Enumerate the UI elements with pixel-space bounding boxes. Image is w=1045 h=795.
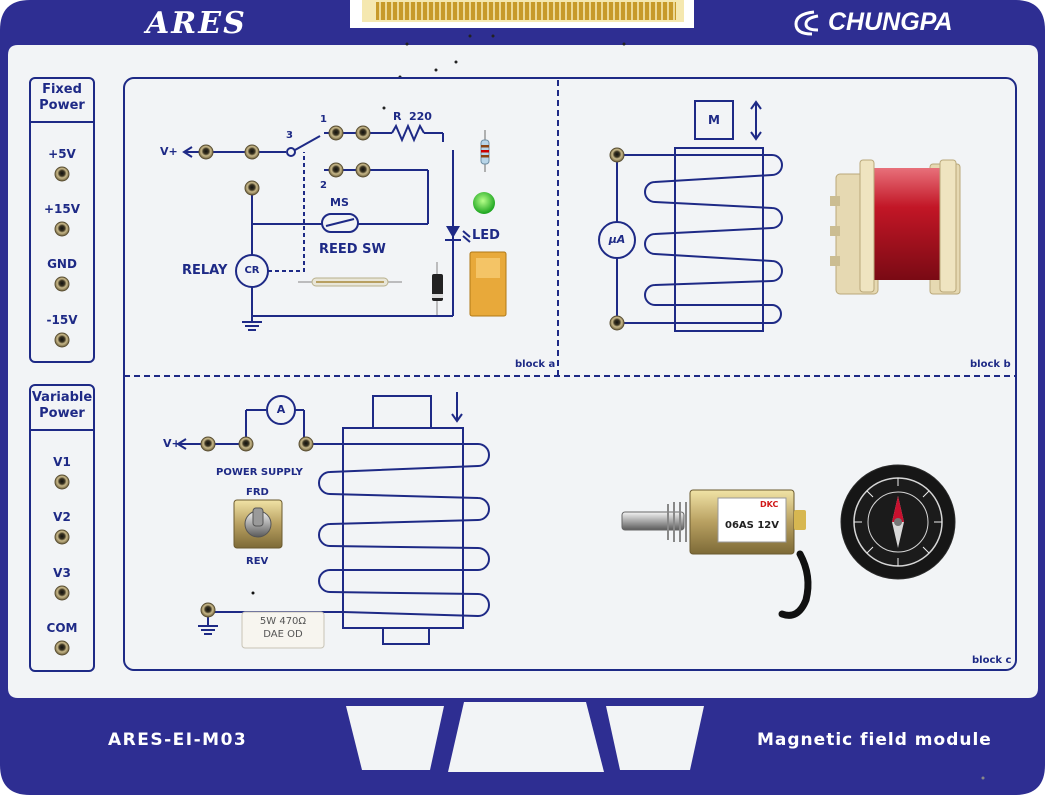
solenoid-component xyxy=(621,489,812,619)
chungpa-logo-icon xyxy=(794,10,819,36)
compass-component xyxy=(840,464,956,580)
rev-label: REV xyxy=(246,556,269,567)
banana-jacks xyxy=(54,125,625,656)
motor-label: M xyxy=(708,113,720,127)
red-coil-component xyxy=(830,159,961,295)
block-b-schematic xyxy=(598,100,783,332)
fixed-power-title: Fixed Power xyxy=(30,82,94,114)
ammeter-label: A xyxy=(276,403,286,416)
ms-label: MS xyxy=(330,196,349,209)
power-supply-label: POWER SUPPLY xyxy=(216,467,303,478)
reed-switch-label: REED SW xyxy=(319,242,386,257)
led-label: LED xyxy=(472,228,500,243)
variable-power-title: Variable Power xyxy=(30,390,94,422)
terminal-label-gnd: GND xyxy=(47,257,77,271)
terminal-label-plus5v: +5V xyxy=(48,147,76,161)
terminal-label-v2: V2 xyxy=(53,510,71,524)
block-b-label: block b xyxy=(970,359,1011,370)
microammeter-label: μA xyxy=(608,233,626,246)
terminal-label-v1: V1 xyxy=(53,455,71,469)
power-resistor-component xyxy=(241,611,325,649)
block-a-vplus-label: V+ xyxy=(160,145,178,158)
module-description: Magnetic field module xyxy=(757,730,992,750)
reed-switch-component xyxy=(298,277,402,287)
switch-position-1: 1 xyxy=(320,114,327,125)
resistor-value: 220 xyxy=(409,110,432,123)
model-number: ARES-EI-M03 xyxy=(108,730,248,750)
power-resistor-print-1: 5W 470Ω xyxy=(259,616,307,627)
resistor-component xyxy=(480,130,490,172)
block-c-label: block c xyxy=(972,655,1012,666)
led-component xyxy=(473,192,495,214)
terminal-label-plus15v: +15V xyxy=(43,202,81,216)
variable-power-title-line2: Power xyxy=(39,406,85,421)
switch-position-3: 3 xyxy=(286,130,293,141)
block-c-vplus-label: V+ xyxy=(163,437,181,450)
relay-label: RELAY xyxy=(182,263,228,278)
terminal-label-v3: V3 xyxy=(53,566,71,580)
fixed-power-title-line2: Power xyxy=(39,98,85,113)
relay-coil-label: CR xyxy=(244,265,260,276)
diode-component xyxy=(432,262,443,315)
terminal-label-minus15v: -15V xyxy=(46,313,78,327)
brand-chungpa-logo: CHUNGPA xyxy=(828,8,953,36)
power-resistor-print-2: DAE OD xyxy=(263,629,303,640)
relay-component xyxy=(469,251,507,317)
toggle-switch-component xyxy=(233,499,283,549)
block-a-label: block a xyxy=(515,359,556,370)
fixed-power-title-line1: Fixed xyxy=(42,82,82,97)
frd-label: FRD xyxy=(246,487,269,498)
solenoid-brand-label: DKC xyxy=(760,500,779,509)
switch-position-2: 2 xyxy=(320,180,327,191)
terminal-label-com: COM xyxy=(46,621,78,635)
resistor-label: R xyxy=(393,110,402,123)
variable-power-title-line1: Variable xyxy=(31,390,93,405)
solenoid-model-label: 06AS 12V xyxy=(725,520,779,531)
brand-ares-logo: ARES xyxy=(146,6,247,41)
